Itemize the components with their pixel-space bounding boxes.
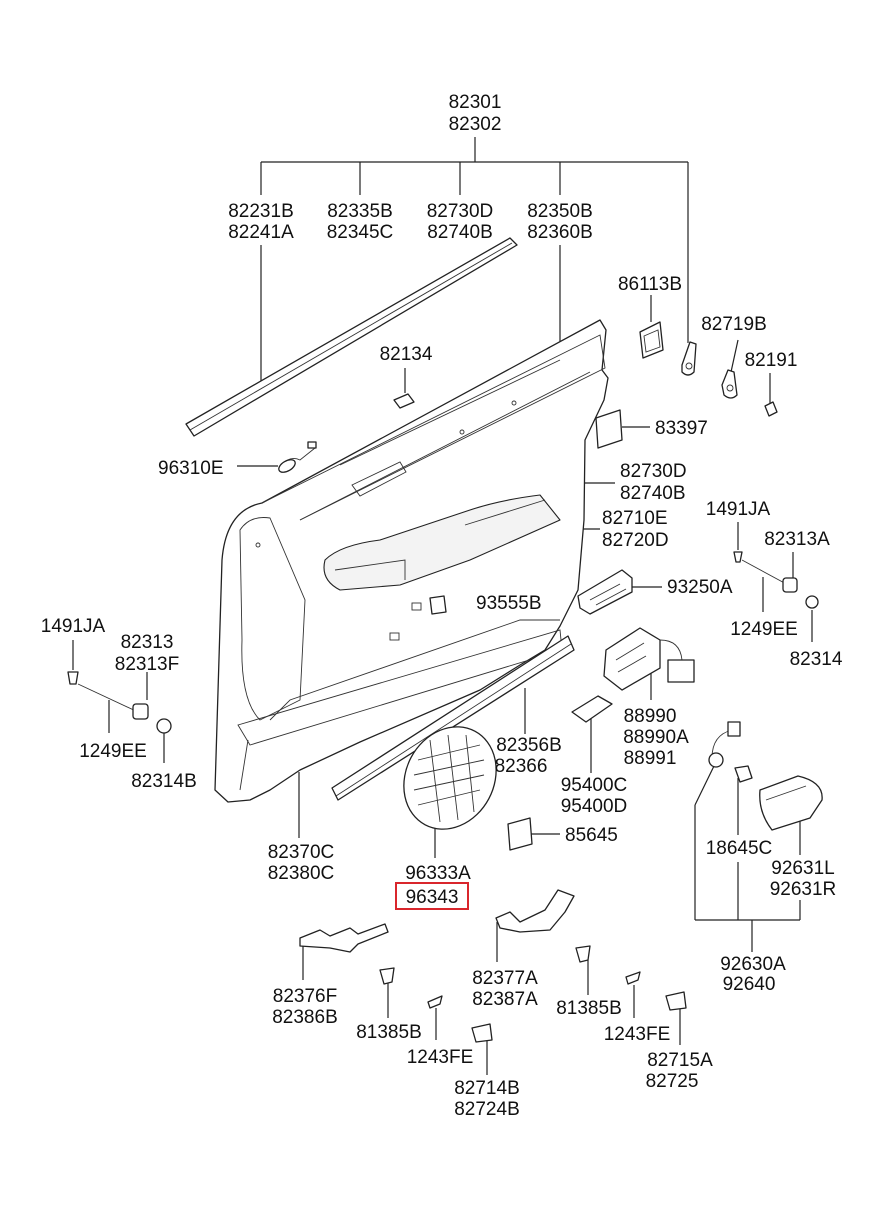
part-label: 93250A xyxy=(667,577,733,598)
part-label: 82191 xyxy=(745,350,798,371)
part-label: 82386B xyxy=(272,1007,338,1028)
door-trim-panel xyxy=(214,319,609,803)
part-label: 82241A xyxy=(228,222,294,243)
part-label: 82231B xyxy=(228,201,294,222)
part-label: 82350B xyxy=(527,201,593,222)
part-labels: 82301 82302 82231B 82241A 82335B 82345C … xyxy=(41,92,843,1120)
part-label: 82730D xyxy=(620,461,687,482)
part-label: 83397 xyxy=(655,418,708,439)
part-label: 82356B xyxy=(496,735,562,756)
part-label: 82314B xyxy=(131,771,197,792)
part-label: 82377A xyxy=(472,968,538,989)
part-label: 82302 xyxy=(449,114,502,135)
part-label: 82313F xyxy=(115,654,179,675)
part-label: 82730D xyxy=(427,201,494,222)
part-label: 82360B xyxy=(527,222,593,243)
part-label: 82740B xyxy=(620,483,686,504)
part-label: 82376F xyxy=(273,986,337,1007)
part-label: 82314 xyxy=(790,649,843,670)
part-label: 82313 xyxy=(121,632,174,653)
part-label: 82134 xyxy=(380,344,433,365)
part-label: 81385B xyxy=(356,1022,422,1043)
highlighted-part-box xyxy=(395,882,469,910)
part-label: 82740B xyxy=(427,222,493,243)
part-label: 82725 xyxy=(646,1071,699,1092)
part-label: 82387A xyxy=(472,989,538,1010)
part-label: 88991 xyxy=(624,748,677,769)
part-label: 82724B xyxy=(454,1099,520,1120)
part-label: 93555B xyxy=(476,593,542,614)
part-label: 82715A xyxy=(647,1050,713,1071)
part-label: 82370C xyxy=(268,842,335,863)
part-label: 82710E xyxy=(602,508,668,529)
part-label: 1491JA xyxy=(706,499,771,520)
part-label: 88990A xyxy=(623,727,689,748)
part-label: 92631L xyxy=(771,858,834,879)
lower-garnish-strip xyxy=(331,635,575,801)
part-label: 86113B xyxy=(618,274,682,295)
part-label: 82335B xyxy=(327,201,393,222)
part-label: 1243FE xyxy=(407,1047,474,1068)
small-clips-and-fasteners xyxy=(67,321,823,1043)
part-label: 85645 xyxy=(565,825,618,846)
part-label: 82345C xyxy=(327,222,394,243)
leader-lines xyxy=(72,137,813,1075)
part-label: 96310E xyxy=(158,458,224,479)
part-label: 82301 xyxy=(449,92,502,113)
part-label: 1243FE xyxy=(604,1024,671,1045)
part-label: 82366 xyxy=(495,756,548,777)
garnish-strip xyxy=(185,237,518,437)
part-label: 92630A xyxy=(720,954,786,975)
part-label: 1249EE xyxy=(730,619,798,640)
part-label: 92631R xyxy=(770,879,837,900)
part-label: 95400C xyxy=(561,775,628,796)
part-label: 1249EE xyxy=(79,741,147,762)
part-label: 96333A xyxy=(405,863,471,884)
part-label: 82313A xyxy=(764,529,830,550)
part-label: 82719B xyxy=(701,314,767,335)
highlighted-part-label: 96343 xyxy=(406,887,459,908)
part-label: 92640 xyxy=(723,974,776,995)
part-label: 95400D xyxy=(561,796,628,817)
speaker-grille xyxy=(403,726,497,830)
part-label: 82714B xyxy=(454,1078,520,1099)
part-label: 82380C xyxy=(268,863,335,884)
part-label: 18645C xyxy=(706,838,773,859)
part-label: 81385B xyxy=(556,998,622,1019)
part-label: 88990 xyxy=(624,706,677,727)
part-label: 1491JA xyxy=(41,616,106,637)
part-label: 82720D xyxy=(602,530,669,551)
